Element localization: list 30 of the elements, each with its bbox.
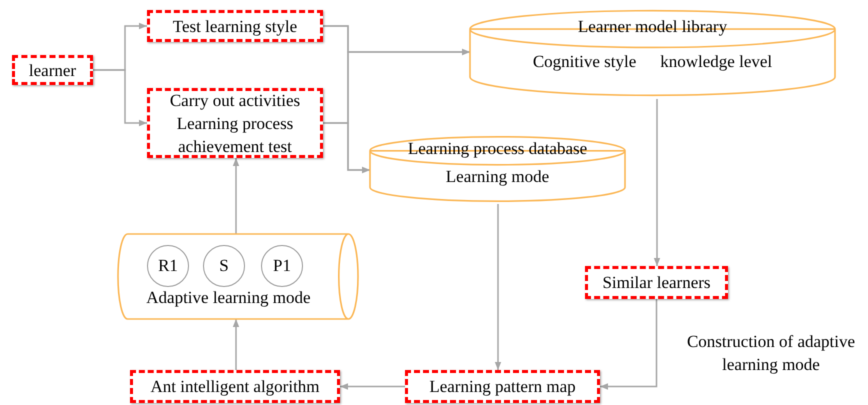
- caption-text: Construction of adaptive learning mode: [686, 331, 856, 376]
- arrow: [323, 122, 370, 174]
- arrow: [654, 99, 660, 266]
- arrow: [600, 299, 658, 390]
- node-text: Ant intelligent algorithm: [150, 376, 320, 398]
- cylinder: [118, 234, 358, 319]
- node-text: Learning mode: [446, 166, 550, 188]
- process-box: [130, 370, 340, 403]
- node-text: knowledge level: [660, 51, 772, 74]
- node-text: S: [219, 255, 229, 278]
- arrow: [93, 69, 147, 126]
- process-box: [147, 10, 323, 42]
- node-text: Similar learners: [602, 272, 711, 294]
- arrow: [494, 204, 502, 370]
- process-box: [585, 266, 728, 299]
- node-text: Carry out activities Learning process achievement test: [168, 90, 302, 158]
- node-text: learner: [28, 60, 76, 82]
- node-text: Test learning style: [172, 16, 298, 38]
- arrow: [232, 158, 240, 234]
- process-box: [147, 88, 323, 158]
- arrow: [340, 383, 405, 390]
- process-box: [12, 55, 93, 85]
- database-cylinder: [470, 7, 835, 99]
- arrow: [232, 319, 240, 370]
- node-text: Adaptive learning mode: [146, 287, 311, 309]
- node-text: R1: [158, 255, 178, 278]
- node-text: P1: [273, 255, 291, 278]
- process-box: [405, 370, 600, 403]
- node-text: Cognitive style: [532, 51, 636, 74]
- node-text: Learning pattern map: [429, 376, 576, 398]
